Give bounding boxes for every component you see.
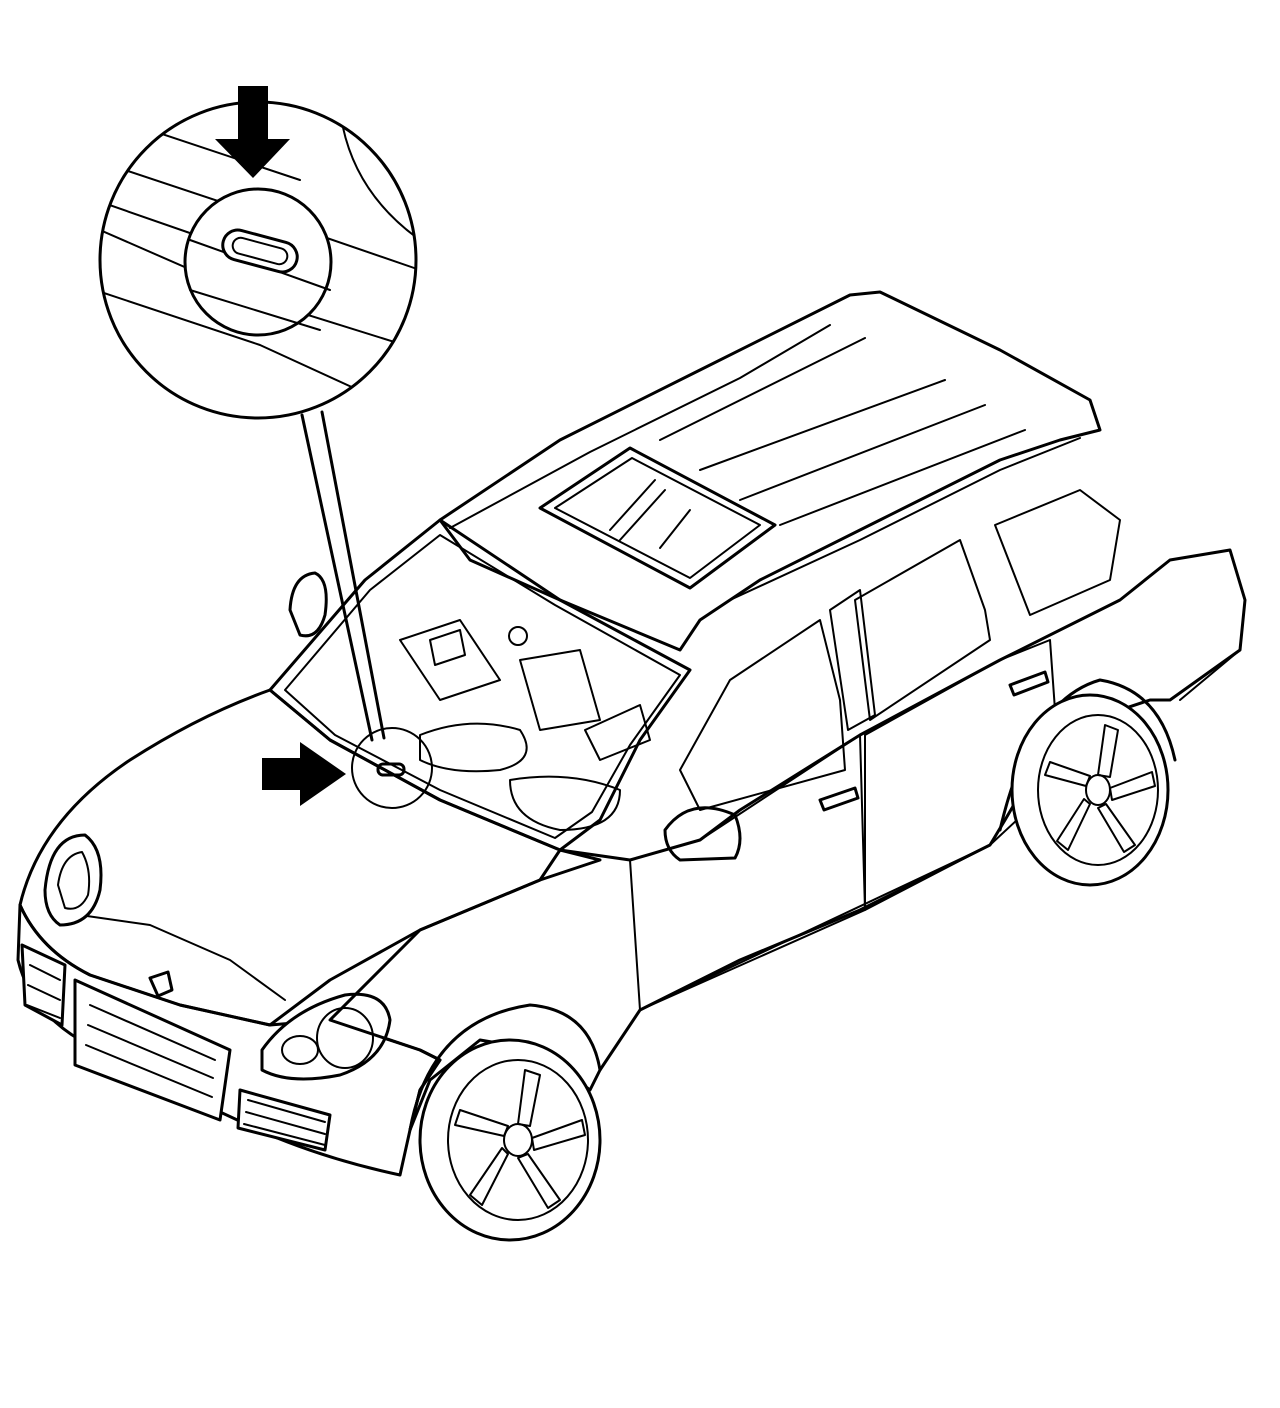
wheel-front [418, 1038, 602, 1242]
arrow-pointer-vehicle [262, 742, 346, 806]
mirror-right [663, 806, 742, 862]
headlight-left [43, 833, 103, 927]
hood-emblem [148, 970, 174, 998]
leader-line-right [320, 410, 386, 740]
seat-front-left [519, 649, 601, 731]
washer-nozzle-outlet [231, 236, 289, 266]
b-pillar [829, 589, 876, 731]
rear-view-mirror [508, 626, 528, 646]
steering-wheel [419, 722, 528, 773]
arrow-pointer-detail [215, 86, 290, 178]
windshield [268, 518, 692, 852]
wheel-arch-front [408, 1003, 602, 1132]
front-door [629, 734, 866, 1011]
sunroof [538, 446, 777, 590]
door-sill [639, 844, 991, 1011]
vehicle [16, 290, 1247, 1242]
window-front-door [679, 619, 846, 811]
door-handle-rear [1008, 670, 1050, 697]
mirror-left [288, 571, 328, 638]
window-quarter [994, 489, 1121, 616]
vehicle-detail-circle [351, 727, 433, 809]
wheel-rear [1010, 693, 1170, 887]
roof-rail-right [729, 437, 1081, 601]
hood [18, 688, 602, 1027]
door-handle-front [818, 786, 860, 812]
roof-rail-left [449, 324, 831, 529]
air-intake-right [236, 1088, 332, 1152]
seat-front-right [509, 775, 621, 831]
rear-quarter [1179, 599, 1246, 701]
detail-callout [98, 100, 433, 809]
air-intake-left [20, 943, 67, 1027]
washer-nozzle-detail [221, 228, 299, 274]
hood-crease [79, 914, 286, 1001]
headlight-right [260, 992, 392, 1081]
window-rear-door [854, 539, 991, 721]
leader-line-left [300, 413, 374, 742]
roof [438, 290, 1102, 652]
